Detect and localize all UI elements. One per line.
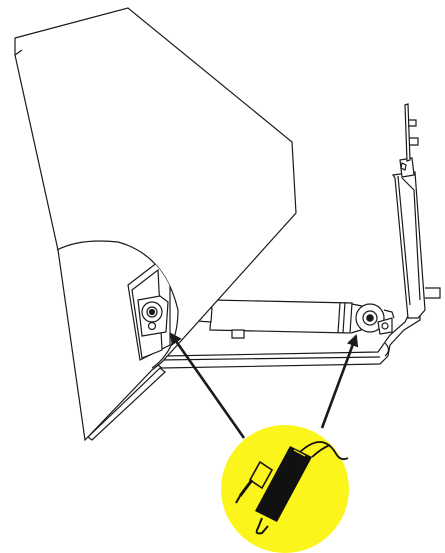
right-mount-pivot [355,303,395,335]
right-upright-bracket [391,103,441,319]
arrow-to-right-mount [320,334,359,429]
arrow-to-left-mount [169,332,246,439]
hinged-panel [14,7,297,442]
pointer-arrows [169,332,359,439]
lubrication-callout [221,425,349,553]
left-mount-pivot [137,295,169,337]
grease-gun-icon [235,441,349,535]
